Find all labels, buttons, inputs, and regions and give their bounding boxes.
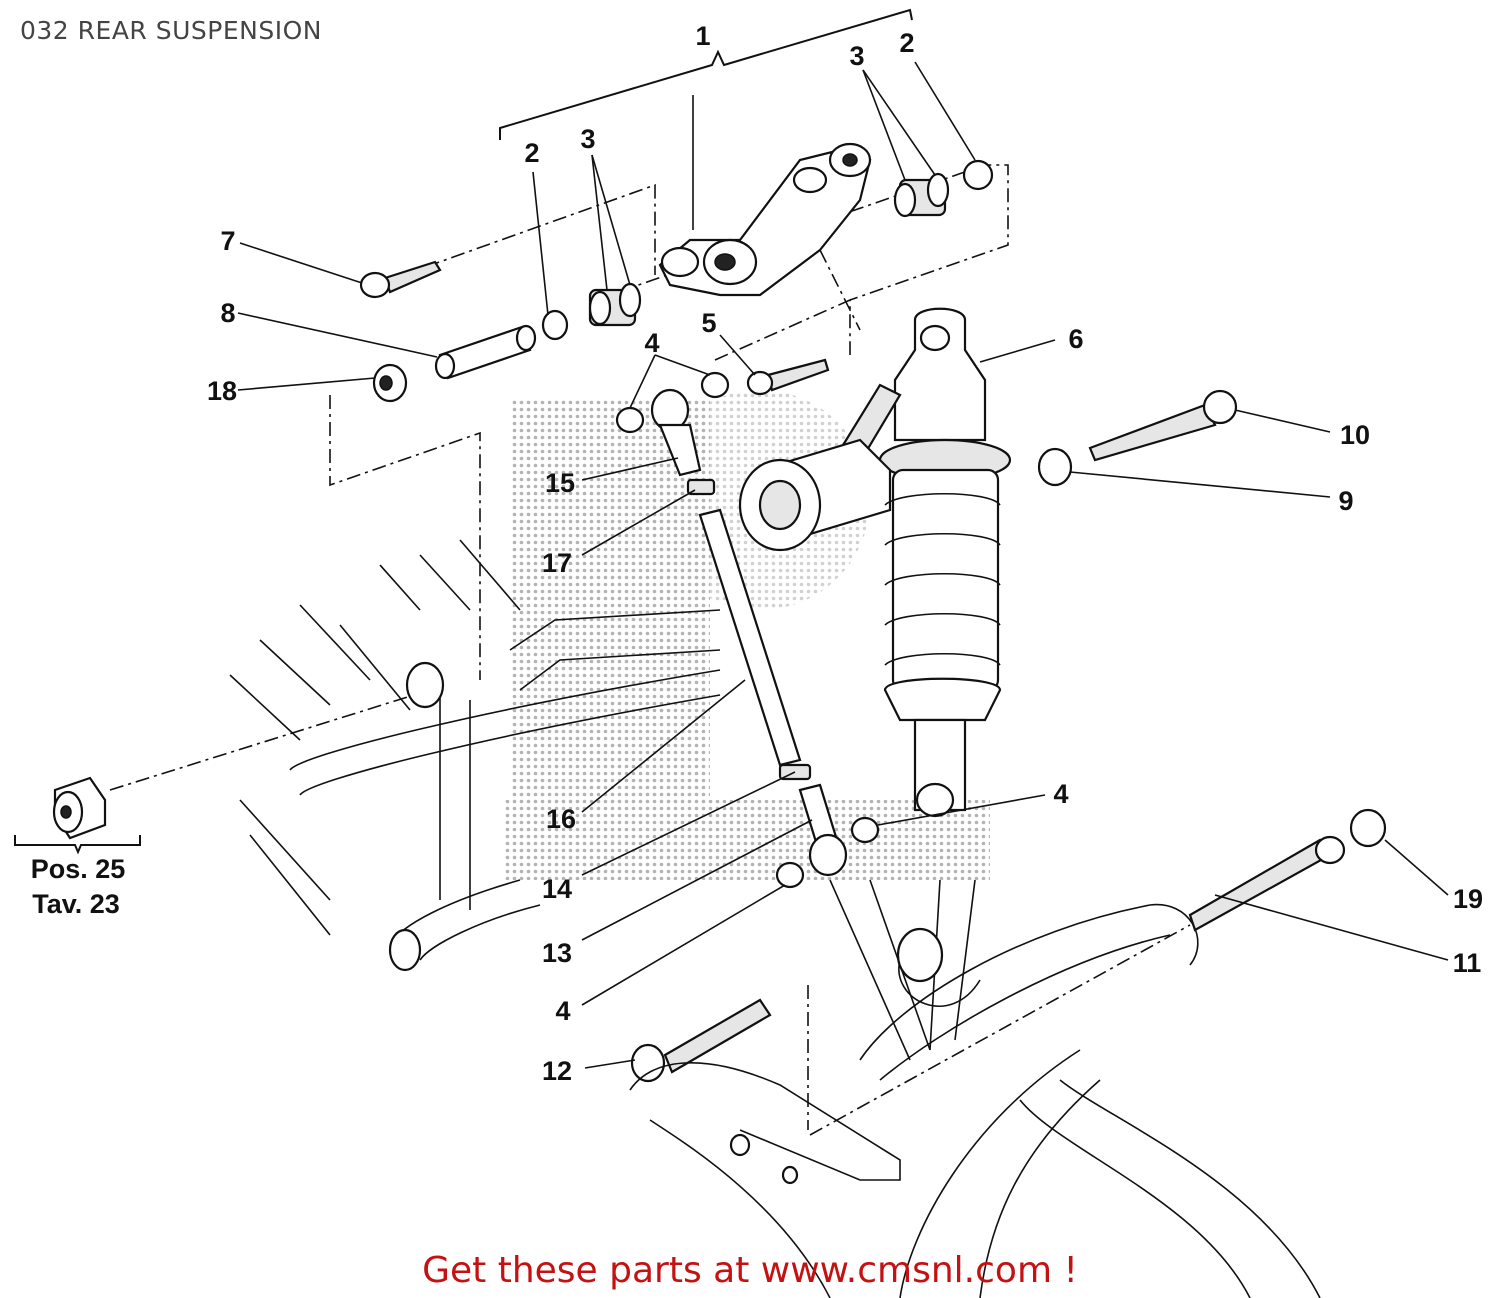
shock-absorber xyxy=(738,307,1012,818)
callout-15: 15 xyxy=(545,468,575,498)
swingarm xyxy=(629,879,1321,1298)
callout-16: 16 xyxy=(546,804,576,834)
bush-4-lower-left xyxy=(775,861,805,889)
swingarm-hole-2 xyxy=(781,1165,799,1185)
bolt-7 xyxy=(359,260,442,299)
cap-19 xyxy=(1349,808,1387,848)
frame-tube-end xyxy=(388,928,422,972)
bush-4-lower-right xyxy=(850,816,880,844)
callout-1: 1 xyxy=(695,21,710,51)
callout-7: 7 xyxy=(220,226,235,256)
callout-2-left: 2 xyxy=(524,138,539,168)
reference-bracket xyxy=(14,835,141,855)
callout-14: 14 xyxy=(542,874,572,904)
swingarm-hole-1 xyxy=(729,1133,751,1157)
callout-4-lower: 4 xyxy=(555,996,570,1026)
callout-8: 8 xyxy=(220,298,235,328)
bearing-set-left xyxy=(541,282,642,341)
page-title: 032 REAR SUSPENSION xyxy=(20,16,322,45)
callout-18: 18 xyxy=(207,376,237,406)
callout-13: 13 xyxy=(542,938,572,968)
callout-3-right: 3 xyxy=(849,41,864,71)
linkage-rod xyxy=(650,388,848,877)
callout-4-upper: 4 xyxy=(644,328,659,358)
frame-left xyxy=(229,539,721,961)
callout-19: 19 xyxy=(1453,884,1483,914)
bush-4-upper-left xyxy=(615,406,645,434)
callout-2-right: 2 xyxy=(899,28,914,58)
rocker-arm xyxy=(658,142,872,297)
alignment-lines xyxy=(109,164,1191,1136)
callout-3-left: 3 xyxy=(580,124,595,154)
callout-9: 9 xyxy=(1338,486,1353,516)
frame-pivot-left xyxy=(405,661,445,709)
bracket-line xyxy=(499,8,913,140)
bolt-10 xyxy=(1088,389,1238,462)
bolt-5 xyxy=(746,358,830,396)
reference-pos: Pos. 25 xyxy=(31,854,126,884)
callout-12: 12 xyxy=(542,1056,572,1086)
bush-4-upper-right xyxy=(700,371,730,399)
bolt-11 xyxy=(1188,835,1346,932)
frame-pivot-right xyxy=(896,927,944,983)
callout-5: 5 xyxy=(701,308,716,338)
reference-tav: Tav. 23 xyxy=(32,889,120,919)
washer-18-hole xyxy=(379,375,393,391)
washer-9 xyxy=(1037,447,1073,487)
leader-lines xyxy=(237,61,1449,1069)
spacer-8 xyxy=(434,324,537,380)
callout-17: 17 xyxy=(542,548,572,578)
callout-6: 6 xyxy=(1068,324,1083,354)
callout-10: 10 xyxy=(1340,420,1370,450)
bolt-12 xyxy=(630,998,772,1083)
callout-11: 11 xyxy=(1453,948,1482,978)
callout-4-right: 4 xyxy=(1053,779,1068,809)
bearing-set-right xyxy=(893,159,994,218)
footer-link[interactable]: Get these parts at www.cmsnl.com ! xyxy=(422,1250,1078,1291)
reference-part-pos25 xyxy=(52,776,107,840)
